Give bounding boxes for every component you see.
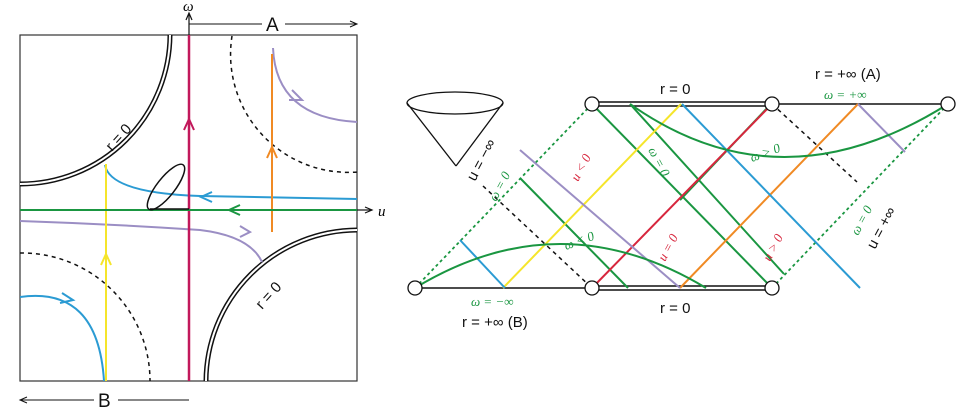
light-cone-icon bbox=[406, 91, 504, 167]
left-panel: ω u A B r = 0 r = 0 bbox=[18, 0, 386, 412]
omega-0-left-label: ω = 0 bbox=[485, 169, 513, 204]
u-minus-inf-label: u = −∞ bbox=[464, 136, 500, 184]
r0-top-label: r = 0 bbox=[660, 81, 690, 98]
light-cone-ellipse bbox=[146, 163, 186, 211]
blue-diag-2 bbox=[459, 239, 506, 289]
vertex-top-1 bbox=[584, 96, 600, 112]
dashed-diag-left bbox=[482, 185, 593, 289]
green-curve-top bbox=[629, 103, 949, 158]
label-a: A bbox=[266, 15, 279, 36]
omega-plus-inf-label: ω = +∞ bbox=[824, 87, 867, 102]
r0-bottom-label: r = 0 bbox=[660, 300, 690, 317]
r-inf-a-label: r = +∞ (A) bbox=[815, 66, 881, 83]
omega-gt-0-label: ω > 0 bbox=[748, 140, 783, 165]
orange-diag bbox=[679, 103, 859, 289]
lavender-diag-2 bbox=[857, 103, 906, 153]
label-b: B bbox=[98, 391, 111, 412]
arrow-crimson-up bbox=[183, 116, 195, 131]
singularity-top-left bbox=[20, 35, 173, 187]
arrow-green-left bbox=[226, 204, 241, 216]
green-dotted-right bbox=[771, 103, 949, 289]
dashed-horizon-top-right bbox=[229, 35, 357, 174]
green-dotted-left bbox=[414, 103, 593, 289]
green-curve-bottom bbox=[414, 243, 707, 289]
u-eq-0-label: u = 0 bbox=[654, 231, 681, 263]
blue-diag-1 bbox=[681, 103, 861, 289]
arrow-lavender-mid bbox=[239, 225, 253, 238]
vertex-top-2 bbox=[764, 96, 780, 112]
r-inf-b-label: r = +∞ (B) bbox=[462, 314, 528, 331]
arrow-orange-up bbox=[266, 144, 278, 159]
vertex-left bbox=[407, 280, 423, 296]
arrow-blue-bottom bbox=[59, 292, 76, 304]
lavender-curve-mid bbox=[20, 220, 263, 263]
singularity-bottom-right bbox=[203, 227, 357, 381]
green-diag-3 bbox=[629, 103, 785, 275]
axis-omega-label: ω bbox=[183, 0, 194, 15]
omega-lt-0-label: ω < 0 bbox=[562, 228, 597, 253]
blue-curve-bottom-left bbox=[20, 294, 105, 381]
lavender-curve-top bbox=[272, 47, 357, 123]
right-panel: r = 0 r = 0 r = +∞ (A) r = +∞ (B) ω = +∞… bbox=[406, 66, 956, 331]
vertex-bottom-2 bbox=[764, 280, 780, 296]
arrow-blue-left bbox=[198, 191, 213, 203]
vertex-right bbox=[940, 96, 956, 112]
arrow-lavender-top bbox=[289, 89, 305, 101]
yellow-diag bbox=[502, 103, 682, 289]
dashed-diag-right bbox=[771, 103, 858, 183]
axis-u-label: u bbox=[378, 204, 386, 220]
lavender-diag-1 bbox=[519, 149, 681, 289]
green-diag-2 bbox=[519, 177, 629, 289]
vertex-bottom-1 bbox=[584, 280, 600, 296]
r0-label-bottom-right: r = 0 bbox=[252, 279, 285, 313]
red-diag bbox=[591, 103, 773, 289]
blue-curve-upper bbox=[104, 164, 357, 200]
u-gt-0-label: u > 0 bbox=[759, 231, 786, 263]
omega-minus-inf-label: ω = −∞ bbox=[471, 294, 514, 309]
dashed-horizon-bottom-left bbox=[20, 252, 151, 381]
arrow-yellow-up bbox=[100, 251, 112, 266]
u-lt-0-label: u < 0 bbox=[567, 151, 594, 183]
